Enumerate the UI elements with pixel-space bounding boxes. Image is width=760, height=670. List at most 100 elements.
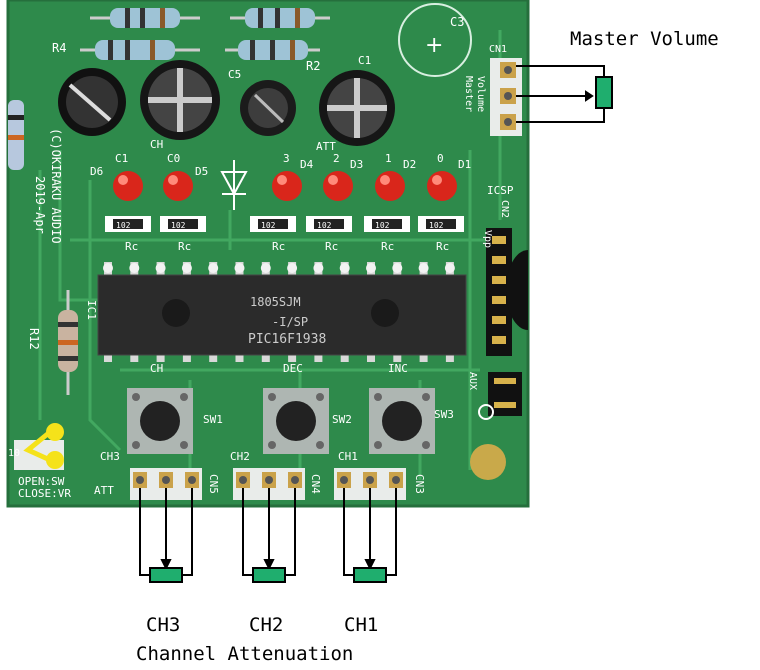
ic-pin-pad	[313, 263, 324, 273]
ic-pins	[103, 262, 455, 362]
svg-text:Master: Master	[463, 76, 474, 112]
svg-text:C3: C3	[450, 15, 464, 29]
svg-text:102: 102	[171, 221, 186, 230]
ch1-label: CH1	[344, 614, 379, 636]
svg-text:CN3: CN3	[413, 474, 426, 494]
ic-pin	[209, 354, 218, 362]
ic-pin-pad	[181, 263, 192, 273]
connector-pin	[188, 476, 196, 484]
wiper-arrow	[160, 559, 172, 571]
svg-text:102: 102	[429, 221, 444, 230]
master-volume-wiring	[516, 65, 605, 123]
switch-sw2: DEC SW2	[263, 362, 352, 454]
svg-text:DEC: DEC	[283, 362, 303, 375]
connector-pin	[265, 476, 273, 484]
led-c0	[163, 171, 193, 201]
svg-text:ATT: ATT	[94, 484, 114, 497]
ic-pin	[314, 354, 323, 362]
leds	[113, 171, 457, 201]
svg-text:10: 10	[8, 448, 20, 459]
channel-attenuation-label: Channel Attenuation	[136, 643, 354, 665]
led-2	[323, 171, 353, 201]
svg-text:1: 1	[385, 152, 392, 165]
capacitor-att: ATT C1	[316, 54, 395, 153]
svg-text:AUX: AUX	[467, 372, 478, 390]
ic-pin	[261, 354, 270, 362]
ic-pin-pad	[260, 263, 271, 273]
wire-left	[343, 488, 356, 576]
svg-text:D3: D3	[350, 158, 363, 171]
ic-pin	[367, 354, 375, 362]
svg-text:CN2: CN2	[499, 200, 510, 218]
ic-pin	[393, 354, 402, 362]
ic-pin-pad	[366, 263, 376, 273]
icsp-pin	[492, 336, 506, 344]
svg-text:Rc: Rc	[178, 240, 191, 253]
icsp-pin	[492, 316, 506, 324]
icsp-pin	[492, 236, 506, 244]
ic-pin	[419, 354, 428, 362]
capacitor-c3: + C3	[398, 3, 472, 77]
svg-text:+: +	[425, 33, 443, 58]
led-0	[427, 171, 457, 201]
wire-left	[139, 488, 152, 576]
icsp-pin	[492, 276, 506, 284]
resistor-r-top-2	[225, 8, 330, 60]
svg-text:CH1: CH1	[338, 450, 358, 463]
silk-copyright: (C)OKIRAKU AUDIO	[49, 128, 63, 244]
led-3	[272, 171, 302, 201]
wire-right	[182, 488, 193, 576]
connector-aux	[478, 372, 522, 420]
ic-pin-pad	[444, 263, 455, 273]
svg-text:D1: D1	[458, 158, 471, 171]
channel-pots	[149, 567, 387, 583]
ic-text-line2: -I/SP	[272, 315, 308, 329]
silk-cn2: CN2	[499, 200, 510, 218]
svg-text:D5: D5	[195, 165, 208, 178]
ic-pin	[156, 354, 165, 362]
svg-text:2019-Apr: 2019-Apr	[33, 176, 47, 234]
capacitor-left	[58, 68, 126, 136]
svg-text:SW3: SW3	[434, 408, 454, 421]
ch2-label: CH2	[249, 614, 284, 636]
wire-right	[285, 488, 296, 576]
ic-pin-pad	[103, 263, 113, 273]
jumper-sw-vr: 10 OPEN:SW CLOSE:VR	[8, 423, 71, 500]
connector-labels: CH3 CH2 CH1 ATT CN5 CN4 CN3	[94, 450, 426, 497]
svg-text:Rc: Rc	[381, 240, 394, 253]
svg-text:SW1: SW1	[203, 413, 223, 426]
svg-text:CN1: CN1	[489, 44, 507, 55]
connector-pin	[239, 476, 247, 484]
connector-pin	[366, 476, 374, 484]
svg-text:102: 102	[375, 221, 390, 230]
diode-symbol	[220, 160, 248, 210]
ic-pin	[104, 354, 112, 362]
silk-aux: AUX	[467, 372, 478, 390]
ic-pin	[340, 354, 349, 362]
led-1	[375, 171, 405, 201]
svg-text:CH2: CH2	[230, 450, 250, 463]
capacitor-ch: CH	[140, 60, 220, 151]
ic-pin-pad	[392, 263, 403, 273]
mounting-pad	[470, 444, 506, 480]
svg-text:D2: D2	[403, 158, 416, 171]
silk-r2: R2	[306, 59, 320, 73]
svg-text:ICSP: ICSP	[487, 184, 514, 197]
svg-text:D4: D4	[300, 158, 314, 171]
master-volume-pot	[595, 76, 613, 109]
ic-pin	[445, 354, 454, 362]
ic-pin-pad	[339, 263, 350, 273]
svg-text:C0: C0	[167, 152, 180, 165]
svg-text:C1: C1	[115, 152, 128, 165]
switch-sw3: INC SW3	[369, 362, 454, 454]
connector-pin	[291, 476, 299, 484]
svg-text:CN5: CN5	[207, 474, 220, 494]
svg-text:(C)OKIRAKU AUDIO: (C)OKIRAKU AUDIO	[49, 128, 63, 244]
